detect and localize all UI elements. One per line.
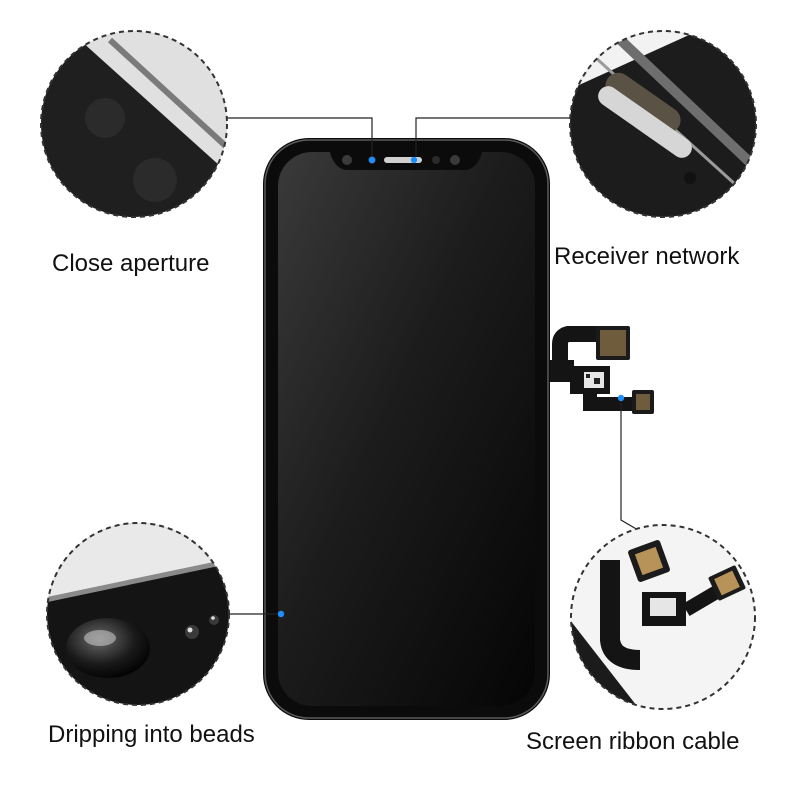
phone-screen-assembly — [263, 138, 550, 720]
flex-ribbon-cable — [536, 326, 654, 414]
callout-dot-beads — [277, 610, 285, 618]
zoom-lens-close-aperture — [40, 30, 228, 218]
zoom-lens-receiver — [569, 30, 757, 218]
label-receiver-network: Receiver network — [554, 243, 740, 270]
callout-dot-receiver — [410, 156, 418, 164]
label-close-aperture: Close aperture — [52, 250, 210, 277]
leader-lines — [226, 117, 639, 615]
zoom-lens-ribbon-cable — [570, 524, 756, 710]
callout-dot-close-aperture — [368, 156, 376, 164]
label-dripping-into-beads: Dripping into beads — [48, 721, 255, 748]
zoom-lens-water-beads — [46, 522, 230, 706]
label-screen-ribbon-cable: Screen ribbon cable — [526, 728, 740, 755]
callout-dot-ribbon — [617, 394, 625, 402]
